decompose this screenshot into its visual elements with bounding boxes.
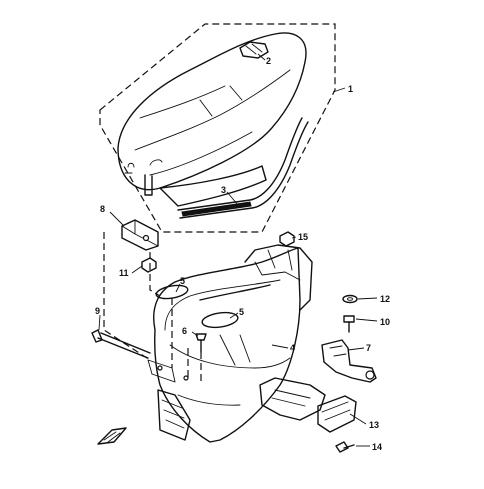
part-11-nut	[141, 257, 157, 273]
callout-9: 9	[95, 306, 100, 316]
bracket-alignment-line	[103, 232, 161, 361]
part-5-pads	[155, 284, 239, 329]
part-13-hinge	[317, 395, 357, 433]
callout-11: 11	[119, 268, 129, 278]
part-3-trim-strip	[177, 117, 309, 219]
part-14-screw	[335, 441, 355, 453]
seat	[117, 32, 307, 207]
part-7-latch	[321, 339, 377, 383]
part-2-clip	[239, 41, 269, 59]
callout-5b: 5	[239, 307, 244, 317]
leader-lines	[98, 53, 378, 447]
callout-5a: 5	[180, 276, 185, 286]
part-4-storage-box	[147, 244, 326, 443]
pad-alignment-line	[171, 298, 189, 380]
part-10-bolt	[343, 315, 355, 333]
callout-12a: 12	[380, 294, 390, 304]
part-8-bracket	[121, 219, 159, 251]
callout-8: 8	[100, 204, 105, 214]
callout-6: 6	[182, 326, 187, 336]
callout-3: 3	[221, 185, 226, 195]
callout-15: 15	[298, 232, 308, 242]
part-9-bolt	[91, 329, 151, 359]
part-12-washer	[342, 294, 358, 304]
front-arrow-icon	[97, 427, 127, 445]
callout-labels: 1 2 3 4 5 5 6 7 8 9 10 11 12 13 14 15	[95, 56, 390, 452]
callout-4: 4	[290, 343, 295, 353]
callout-10: 10	[380, 317, 390, 327]
part-6-screw	[195, 333, 207, 353]
callout-13: 13	[369, 420, 379, 430]
callout-14: 14	[372, 442, 382, 452]
callout-1: 1	[348, 84, 353, 94]
callout-2: 2	[266, 56, 271, 66]
callout-7: 7	[366, 343, 371, 353]
part-15-nut	[279, 231, 295, 247]
seat-assembly-outline	[99, 23, 336, 233]
